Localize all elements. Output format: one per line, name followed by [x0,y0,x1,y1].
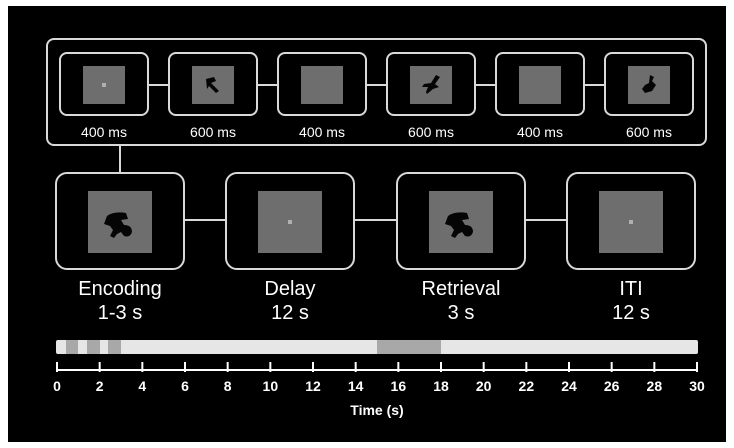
phase-frame-retrieval [396,172,526,270]
sequence-frame-2 [168,52,258,116]
sequence-link [476,84,495,86]
object-stimulus-icon [104,212,132,238]
sequence-link [149,84,168,86]
sequence-duration-label: 600 ms [190,124,236,140]
sequence-frame-5 [495,52,585,116]
sequence-screen-3 [301,66,343,104]
sequence-frame [46,38,707,146]
object-stimulus-icon [206,77,219,93]
sequence-link [367,84,386,86]
fixation-cross-icon [288,220,292,224]
phase-link [526,219,566,221]
sequence-frame-4 [386,52,476,116]
timeline-segment [377,340,441,354]
phase-name-iti: ITI [619,278,643,300]
phase-name-retrieval: Retrieval [421,278,501,300]
sequence-screen-1 [83,66,125,104]
sequence-link [258,84,277,86]
fixation-cross-icon [629,220,633,224]
sequence-duration-label: 400 ms [517,124,563,140]
timeline-segment [108,340,121,354]
object-stimulus-icon [445,212,473,238]
phase-frame-encoding [55,172,185,270]
phase-link [355,219,396,221]
sequence-link [585,84,604,86]
sequence-frame-1 [59,52,149,116]
phase-duration-iti: 12 s [612,302,650,324]
sequence-screen-2 [192,66,234,104]
sequence-screen-6 [628,66,670,104]
phase-duration-delay: 12 s [271,302,309,324]
timeline-axis-title: Time (s) [350,402,404,418]
fixation-cross-icon [102,83,106,87]
phase-name-encoding: Encoding [78,278,162,300]
sequence-duration-label: 400 ms [299,124,345,140]
sequence-duration-label: 400 ms [81,124,127,140]
phase-screen-retrieval [429,191,493,253]
object-stimulus-icon [422,75,440,94]
phase-duration-encoding: 1-3 s [97,302,143,324]
object-stimulus-icon [642,75,656,93]
phase-duration-retrieval: 3 s [447,302,475,324]
sequence-frame-3 [277,52,367,116]
phase-frame-delay [225,172,355,270]
sequence-frame-6 [604,52,694,116]
sequence-screen-4 [410,66,452,104]
sequence-screen-5 [519,66,561,104]
timeline-segment [86,340,100,354]
sequence-duration-label: 600 ms [408,124,454,140]
phase-link [185,219,225,221]
timeline-bar [56,340,698,354]
phase-screen-encoding [88,191,152,253]
sequence-duration-label: 600 ms [626,124,672,140]
phase-frame-iti [566,172,696,270]
phase-screen-delay [258,191,322,253]
sequence-to-encoding-connector [119,146,121,172]
phase-name-delay: Delay [264,278,316,300]
phase-screen-iti [599,191,663,253]
timeline-segment [65,340,79,354]
